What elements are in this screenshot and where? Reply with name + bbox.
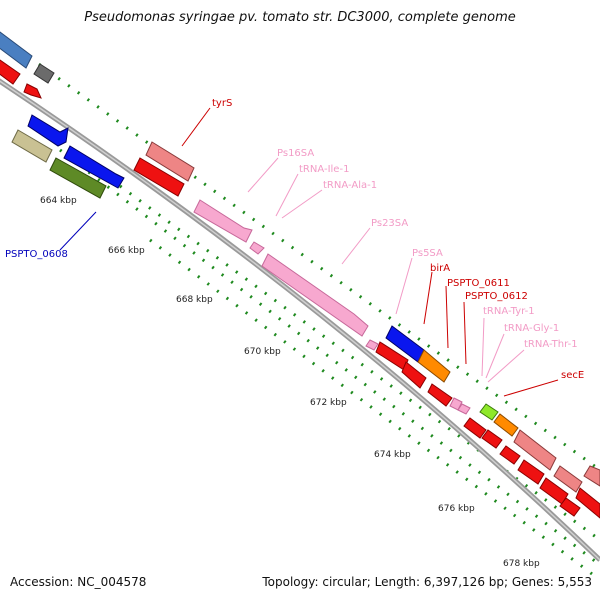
label-ps5sa[interactable]: Ps5SA [412,248,443,259]
label-ps16sa[interactable]: Ps16SA [277,148,314,159]
gene-feature[interactable] [481,429,503,449]
gene-feature[interactable] [49,157,107,199]
rrna-feature[interactable] [193,199,253,243]
gene-feature[interactable] [553,465,583,493]
gene-feature[interactable] [417,349,451,383]
tick-label: 666 kbp [108,246,145,256]
gene-feature[interactable] [463,417,487,439]
gene-feature[interactable] [27,114,69,147]
gene-feature[interactable] [517,459,545,485]
trna-feature[interactable] [457,403,471,415]
accession-text: Accession: NC_004578 [10,575,147,589]
gene-feature[interactable] [583,465,600,487]
tick-label: 678 kbp [503,559,540,569]
gene-feature[interactable] [427,383,453,407]
label-pspto-0612[interactable]: PSPTO_0612 [465,291,528,302]
tick-label: 664 kbp [40,196,77,206]
gene-feature[interactable] [0,59,21,85]
gene-feature[interactable] [23,83,42,99]
tick-label: 670 kbp [244,347,281,357]
gene-feature[interactable] [575,487,600,519]
rrna-feature[interactable] [365,339,379,351]
rrna-feature[interactable] [249,241,265,255]
rrna-feature[interactable] [261,253,369,337]
tick-label: 672 kbp [310,398,347,408]
tick-label: 676 kbp [438,504,475,514]
label-trna-tyr[interactable]: tRNA-Tyr-1 [483,306,535,317]
gene-feature[interactable] [493,413,519,437]
label-birA[interactable]: birA [430,263,450,274]
gene-feature[interactable] [133,157,185,197]
tick-label: 668 kbp [176,295,213,305]
label-trna-ile[interactable]: tRNA-Ile-1 [299,164,349,175]
gene-feature[interactable] [0,31,33,69]
callout-lines [59,107,559,397]
genome-title: Pseudomonas syringae pv. tomato str. DC3… [84,10,516,25]
gene-feature[interactable] [11,129,53,163]
gene-feature[interactable] [401,361,427,389]
gene-feature[interactable] [513,429,557,471]
label-trna-gly[interactable]: tRNA-Gly-1 [504,323,559,334]
gene-feature[interactable] [479,403,499,421]
genome-summary-text: Topology: circular; Length: 6,397,126 bp… [262,575,592,589]
gene-feature[interactable] [33,63,55,84]
label-ps23sa[interactable]: Ps23SA [371,218,408,229]
label-tyrS[interactable]: tyrS [212,98,232,109]
tick-label: 674 kbp [374,450,411,460]
gene-feature[interactable] [63,145,125,189]
label-secE[interactable]: secE [561,370,584,381]
label-pspto-0608[interactable]: PSPTO_0608 [5,249,68,260]
kbp-tick-labels: 664 kbp 666 kbp 668 kbp 670 kbp 672 kbp … [40,196,540,569]
label-pspto-0611[interactable]: PSPTO_0611 [447,278,510,289]
gene-feature[interactable] [559,497,581,517]
feature-labels: tyrS Ps16SA tRNA-Ile-1 tRNA-Ala-1 Ps23SA… [5,98,584,381]
label-trna-ala[interactable]: tRNA-Ala-1 [323,180,377,191]
gene-feature[interactable] [145,141,195,182]
gene-feature[interactable] [499,445,521,465]
label-trna-thr[interactable]: tRNA-Thr-1 [524,339,578,350]
